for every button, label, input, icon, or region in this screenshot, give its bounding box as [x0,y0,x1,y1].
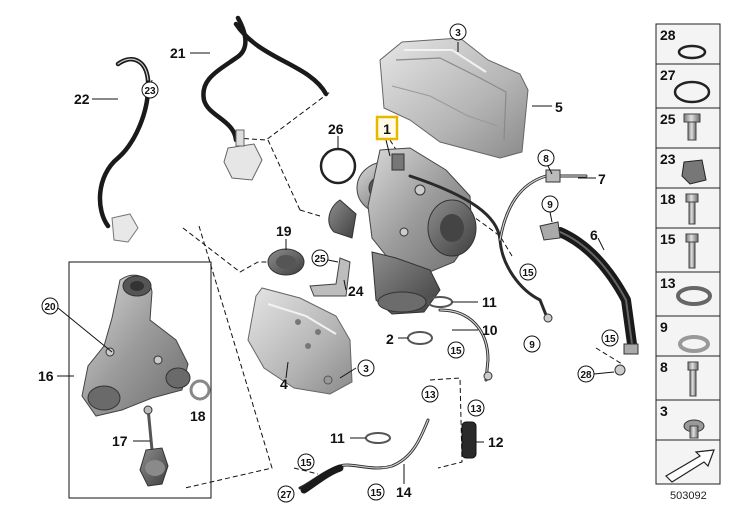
heat-shield-lower [247,287,353,395]
callout-13-a: 13 [421,385,439,403]
callout-27: 27 [277,485,295,503]
svg-text:8: 8 [660,359,668,375]
callout-23: 23 [141,81,159,99]
callout-21: 21 [170,45,186,61]
svg-text:18: 18 [660,191,676,207]
panel-cell-9[interactable]: 9 [655,315,721,357]
callout-9-bottom: 9 [523,335,541,353]
parts-panel: 28 27 25 23 18 15 [655,23,721,485]
callout-15-b: 15 [601,329,619,347]
panel-cell-23[interactable]: 23 [655,147,721,189]
gasket-2 [407,331,433,345]
panel-cell-27[interactable]: 27 [655,63,721,109]
svg-text:13: 13 [424,390,436,401]
oil-lines-right [408,169,639,376]
panel-cell-8[interactable]: 8 [655,355,721,401]
callout-19: 19 [276,223,292,239]
panel-cell-15[interactable]: 15 [655,227,721,273]
svg-text:27: 27 [660,67,676,83]
svg-text:13: 13 [660,275,676,291]
callout-15-a: 15 [519,263,537,281]
panel-cell-18[interactable]: 18 [655,187,721,229]
callout-22: 22 [74,91,90,107]
svg-text:3: 3 [363,364,369,375]
callout-28: 28 [577,365,595,383]
callout-9-top: 9 [541,195,559,213]
svg-text:23: 23 [660,151,676,167]
svg-text:13: 13 [470,404,482,415]
callout-11-bottom: 11 [330,430,345,446]
callout-numbers: 22 21 5 26 7 6 19 24 11 10 2 16 4 18 17 … [38,45,606,500]
vacuum-hoses [97,15,329,243]
callout-11-top: 11 [482,294,497,310]
coolant-pipes [298,296,493,494]
callout-18: 18 [190,408,206,424]
svg-text:15: 15 [370,488,382,499]
svg-text:15: 15 [300,458,312,469]
svg-text:3: 3 [455,28,461,39]
callout-7: 7 [598,171,606,187]
callout-15-c: 15 [447,341,465,359]
callout-12: 12 [488,434,504,450]
callout-3-bottom: 3 [357,359,375,377]
callout-16: 16 [38,368,54,384]
callout-5: 5 [555,99,563,115]
callout-1-highlighted[interactable]: 1 [375,115,399,141]
svg-text:27: 27 [280,490,292,501]
panel-cell-arrow[interactable] [655,439,721,485]
svg-text:28: 28 [580,370,592,381]
svg-text:20: 20 [44,302,56,313]
svg-text:23: 23 [144,86,156,97]
callout-8: 8 [537,149,555,167]
panel-cell-28[interactable]: 28 [655,23,721,65]
gasket-ring-18 [189,379,211,401]
callout-2: 2 [386,331,394,347]
leader-lines [57,42,615,484]
bracket-24 [309,257,351,297]
svg-text:9: 9 [660,319,668,335]
callout-4: 4 [280,376,288,392]
svg-text:1: 1 [383,121,391,137]
callout-17: 17 [112,433,128,449]
turbocharger [328,147,477,315]
heat-shield-upper [379,37,529,159]
svg-text:15: 15 [522,268,534,279]
svg-text:15: 15 [604,334,616,345]
callout-10: 10 [482,322,498,338]
callout-13-b: 13 [467,399,485,417]
manifold-group-box [68,261,212,499]
callout-15-d: 15 [297,453,315,471]
panel-cell-13[interactable]: 13 [655,271,721,317]
svg-text:15: 15 [660,231,676,247]
callout-15-e: 15 [367,483,385,501]
svg-text:9: 9 [547,200,553,211]
panel-cell-25[interactable]: 25 [655,107,721,149]
svg-text:25: 25 [660,111,676,127]
callout-3-top: 3 [449,23,467,41]
svg-text:9: 9 [529,340,535,351]
o-ring-26 [319,147,357,185]
callout-20: 20 [41,297,59,315]
callout-26: 26 [328,121,344,137]
panel-cell-3[interactable]: 3 [655,399,721,441]
svg-text:8: 8 [543,154,549,165]
callout-25: 25 [311,249,329,267]
coupling-19 [267,248,305,276]
circled-callouts: 23 3 8 9 25 15 15 9 15 20 3 28 13 13 15 … [41,23,619,503]
svg-text:25: 25 [314,254,326,265]
svg-text:28: 28 [660,27,676,43]
reference-number: 503092 [670,490,707,502]
callout-14: 14 [396,484,412,500]
svg-text:15: 15 [450,346,462,357]
callout-24: 24 [348,283,364,299]
callout-6: 6 [590,227,598,243]
svg-text:3: 3 [660,403,668,419]
